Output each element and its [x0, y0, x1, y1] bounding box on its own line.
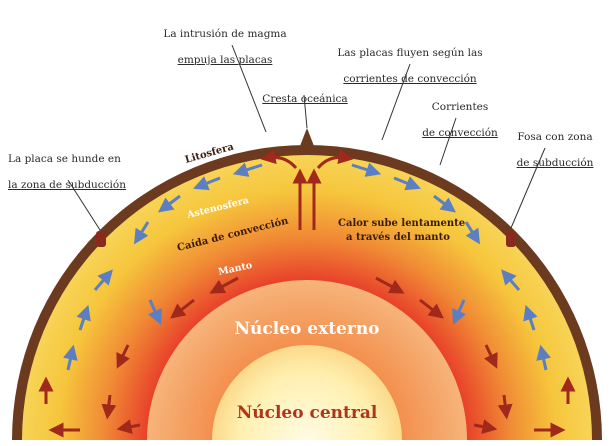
- red-convection-arrows: [38, 149, 576, 438]
- label-nucleo-externo: Núcleo externo: [234, 319, 379, 339]
- callout-subduct: La placa se hunde en la zona de subducci…: [8, 153, 127, 191]
- callout-trench: Fosa con zona de subducción: [516, 131, 594, 169]
- callout-magma: La intrusión de magma empuja las placas: [163, 28, 287, 66]
- ridge-marker: [300, 128, 314, 146]
- trench-left: [96, 231, 106, 247]
- trench-right: [506, 231, 516, 247]
- blue-convection-arrows: [63, 162, 551, 371]
- callout-ridge: Cresta oceánica: [262, 93, 348, 105]
- label-calor-1: Calor sube lentamente: [338, 218, 465, 229]
- callout-currents: Corrientes de convección: [422, 101, 498, 139]
- leader-lines: [67, 44, 546, 231]
- inner-core: [212, 345, 402, 440]
- lithosphere-arrows: [113, 136, 501, 202]
- label-nucleo-central: Núcleo central: [237, 403, 378, 423]
- callout-flow: Las placas fluyen según las corrientes d…: [337, 47, 483, 85]
- label-calor-2: a través del manto: [346, 232, 450, 243]
